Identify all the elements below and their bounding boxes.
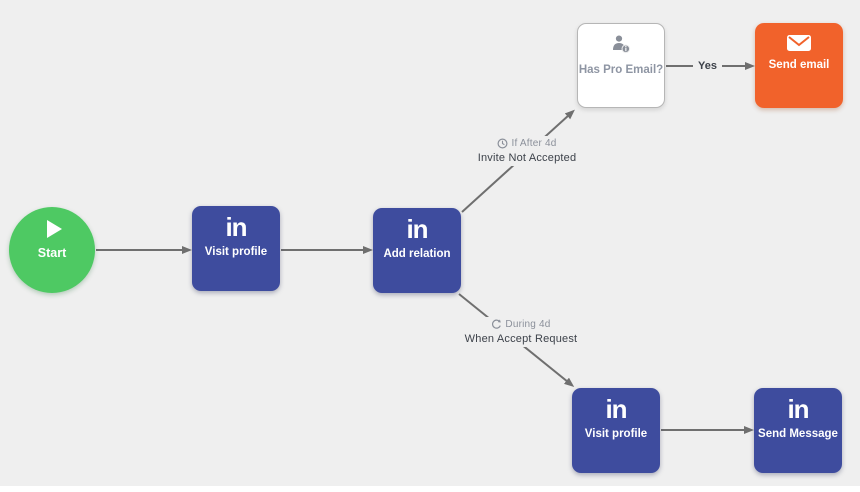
refresh-icon [492, 319, 502, 329]
node-label: Add relation [383, 248, 451, 260]
clock-icon [497, 138, 508, 149]
edge-label-text: Invite Not Accepted [477, 152, 577, 164]
edge-label-when-accept-request: During 4d When Accept Request [442, 317, 600, 347]
edge-label-yes: Yes [693, 59, 722, 73]
linkedin-icon: in [605, 394, 627, 424]
node-label: Visit profile [584, 428, 648, 440]
edge-label-invite-not-accepted: If After 4d Invite Not Accepted [448, 136, 606, 166]
node-label: Visit profile [204, 246, 268, 258]
edge-condition-text: If After 4d [511, 138, 557, 149]
canvas-bottom-edge [0, 486, 860, 492]
node-has-pro-email[interactable]: Has Pro Email? [577, 23, 665, 108]
user-info-icon [610, 34, 632, 54]
play-icon [47, 220, 62, 238]
edge-label-text: When Accept Request [464, 333, 578, 345]
envelope-icon [786, 33, 812, 53]
node-visit-profile-1[interactable]: in Visit profile [192, 206, 280, 291]
node-start[interactable]: Start [9, 207, 95, 293]
node-visit-profile-2[interactable]: in Visit profile [572, 388, 660, 473]
edge-condition-text: During 4d [505, 319, 551, 330]
linkedin-icon: in [406, 214, 428, 244]
node-add-relation[interactable]: in Add relation [373, 208, 461, 293]
node-label: Send email [768, 59, 830, 71]
node-send-message[interactable]: in Send Message [754, 388, 842, 473]
node-label: Has Pro Email? [578, 64, 664, 76]
linkedin-icon: in [787, 394, 809, 424]
linkedin-icon: in [225, 212, 247, 242]
node-label: Start [37, 246, 67, 260]
node-send-email[interactable]: Send email [755, 23, 843, 108]
node-label: Send Message [758, 428, 838, 440]
